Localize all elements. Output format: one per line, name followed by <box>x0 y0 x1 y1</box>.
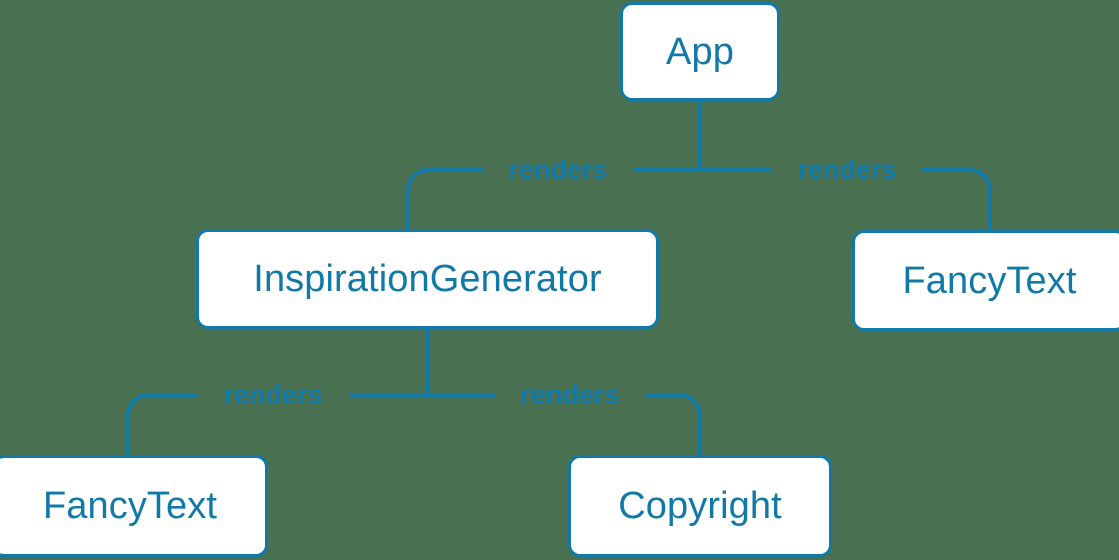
node-fancytext-right-label: FancyText <box>902 259 1077 302</box>
node-copyright-label: Copyright <box>618 485 782 527</box>
edge-label-inspiration-to-fancytext: renders <box>223 379 323 410</box>
edge-inspiration-to-copyright-right-seg <box>646 393 702 455</box>
edge-label-app-to-inspiration: renders <box>508 154 608 185</box>
node-fancytext-left[interactable]: FancyText <box>0 455 268 557</box>
edge-app-to-inspiration-left-seg <box>406 168 483 229</box>
edge-label-app-to-fancytext: renders <box>797 154 897 185</box>
node-inspiration-generator-label: InspirationGenerator <box>253 258 602 300</box>
edge-label-inspiration-to-copyright: renders <box>520 379 620 410</box>
node-app[interactable]: App <box>620 2 780 101</box>
edge-inspiration-to-fancytext-left-seg <box>126 393 198 455</box>
node-inspiration-generator[interactable]: InspirationGenerator <box>196 229 659 329</box>
node-app-label: App <box>666 30 734 73</box>
edge-app-to-fancytext-right-seg <box>922 168 992 230</box>
node-fancytext-left-label: FancyText <box>42 485 218 527</box>
node-fancytext-right[interactable]: FancyText <box>852 230 1119 331</box>
node-copyright[interactable]: Copyright <box>568 455 832 557</box>
